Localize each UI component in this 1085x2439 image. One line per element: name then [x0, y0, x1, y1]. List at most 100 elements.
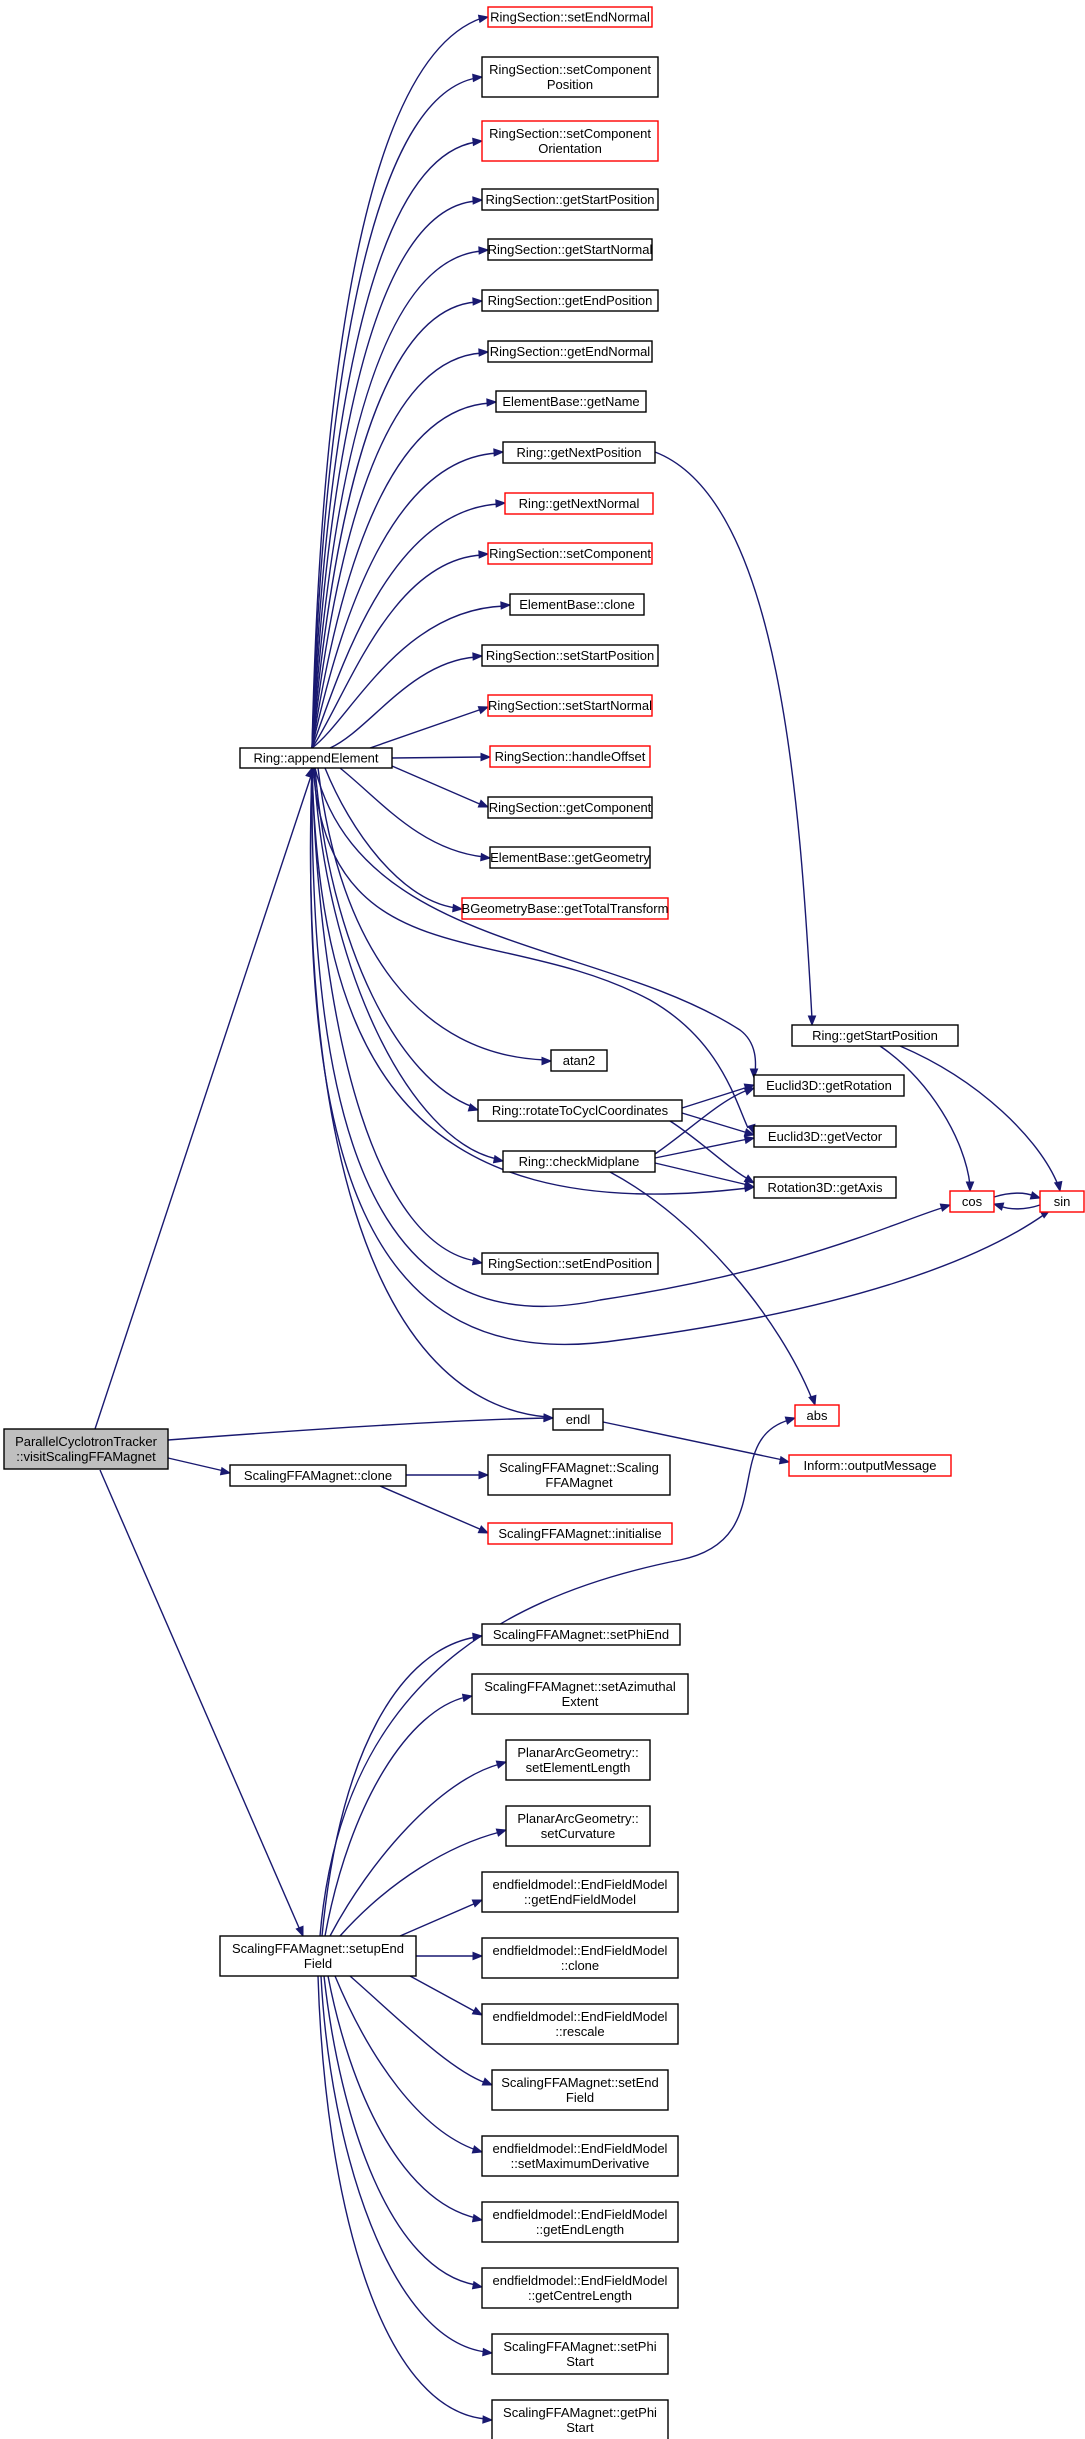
- node-efm_getEndLength[interactable]: endfieldmodel::EndFieldModel::getEndLeng…: [481, 2201, 679, 2243]
- arrowhead: [471, 1899, 484, 1908]
- edge-line: [311, 352, 483, 749]
- edge-appendElement-to-rs_setStartPosition: [329, 652, 484, 749]
- node-eb_getName[interactable]: ElementBase::getName: [495, 390, 647, 413]
- node-box: [239, 747, 393, 769]
- node-label: RingSection::setComponent: [489, 546, 651, 561]
- node-cos[interactable]: cos: [949, 1190, 995, 1213]
- node-rs_setStartNormal[interactable]: RingSection::setStartNormal: [487, 694, 653, 717]
- edge-cos-to-sin: [993, 1191, 1042, 1200]
- node-rs_getEndNormal[interactable]: RingSection::getEndNormal: [487, 340, 653, 363]
- edge-line: [369, 708, 483, 749]
- node-box: [505, 1805, 651, 1847]
- node-root[interactable]: ParallelCyclotronTracker::visitScalingFF…: [3, 1428, 169, 1470]
- node-efm_clone[interactable]: endfieldmodel::EndFieldModel::clone: [481, 1937, 679, 1979]
- node-appendElement[interactable]: Ring::appendElement: [239, 747, 393, 769]
- node-pag_setCurvature[interactable]: PlanarArcGeometry::setCurvature: [505, 1805, 651, 1847]
- node-sffa_ctor[interactable]: ScalingFFAMagnet::ScalingFFAMagnet: [487, 1454, 671, 1496]
- arrowhead: [471, 2006, 484, 2016]
- edge-line: [602, 1421, 784, 1461]
- node-rs_getStartNormal[interactable]: RingSection::getStartNormal: [487, 238, 653, 261]
- node-box: [481, 1623, 681, 1646]
- node-rs_getComponent[interactable]: RingSection::getComponent: [487, 796, 653, 819]
- node-rs_setEndPosition[interactable]: RingSection::setEndPosition: [481, 1252, 659, 1275]
- node-rs_getStartPosition[interactable]: RingSection::getStartPosition: [481, 188, 659, 211]
- node-efm_rescale[interactable]: endfieldmodel::EndFieldModel::rescale: [481, 2003, 679, 2045]
- edge-line: [311, 250, 483, 749]
- node-eb_getGeometry[interactable]: ElementBase::getGeometry: [489, 846, 651, 869]
- node-efm_getEndFieldModel[interactable]: endfieldmodel::EndFieldModel::getEndFiel…: [481, 1871, 679, 1913]
- node-bgb_getTotalTransform[interactable]: BGeometryBase::getTotalTransform: [461, 897, 669, 920]
- edge-setupEndField-to-efm_rescale: [409, 1975, 484, 2016]
- node-rs_handleOffset[interactable]: RingSection::handleOffset: [489, 745, 651, 768]
- node-ring_checkMidplane[interactable]: Ring::checkMidplane: [502, 1150, 656, 1173]
- edge-appendElement-to-ring_rotateToCyclCoordinates: [314, 767, 480, 1112]
- node-efm_getCentreLength[interactable]: endfieldmodel::EndFieldModel::getCentreL…: [481, 2267, 679, 2309]
- node-label: RingSection::getStartPosition: [485, 192, 654, 207]
- node-label: Rotation3D::getAxis: [768, 1180, 883, 1195]
- node-rs_setEndNormal[interactable]: RingSection::setEndNormal: [487, 6, 653, 28]
- node-label: RingSection::setEndNormal: [490, 10, 650, 25]
- edge-line: [311, 767, 749, 1195]
- arrowhead: [461, 1693, 474, 1703]
- arrowhead: [482, 2347, 494, 2357]
- edge-setupEndField-to-pag_setElementLength: [329, 1760, 508, 1937]
- edge-appendElement-to-rs_setComponent: [311, 550, 490, 749]
- node-eb_clone[interactable]: ElementBase::clone: [509, 593, 645, 616]
- arrowhead: [472, 1951, 484, 1961]
- edge-line: [317, 767, 546, 1061]
- node-atan2[interactable]: atan2: [550, 1049, 608, 1072]
- node-ring_rotateToCyclCoordinates[interactable]: Ring::rotateToCyclCoordinates: [477, 1099, 683, 1122]
- edge-line: [609, 1171, 813, 1400]
- node-rs_getEndPosition[interactable]: RingSection::getEndPosition: [481, 289, 659, 312]
- node-label: ElementBase::getGeometry: [490, 850, 650, 865]
- node-endl[interactable]: endl: [552, 1408, 604, 1431]
- node-rs_setStartPosition[interactable]: RingSection::setStartPosition: [481, 644, 659, 667]
- node-ring_getNextNormal[interactable]: Ring::getNextNormal: [504, 492, 654, 515]
- node-clone[interactable]: ScalingFFAMagnet::clone: [229, 1464, 407, 1487]
- node-e3d_getVector[interactable]: Euclid3D::getVector: [753, 1125, 897, 1148]
- arrowhead: [472, 73, 484, 83]
- edge-appendElement-to-rs_setComponentOrientation: [311, 137, 484, 749]
- edge-line: [312, 767, 749, 1129]
- edge-root-to-clone: [167, 1457, 232, 1476]
- arrowhead: [500, 601, 512, 610]
- node-e3d_getRotation[interactable]: Euclid3D::getRotation: [753, 1074, 905, 1097]
- node-r3d_getAxis[interactable]: Rotation3D::getAxis: [753, 1176, 897, 1199]
- arrowhead: [472, 297, 484, 306]
- node-sffa_setPhiEnd[interactable]: ScalingFFAMagnet::setPhiEnd: [481, 1623, 681, 1646]
- edge-line: [349, 1975, 487, 2084]
- node-efm_setMaximumDerivative[interactable]: endfieldmodel::EndFieldModel::setMaximum…: [481, 2135, 679, 2177]
- node-ring_getNextPosition[interactable]: Ring::getNextPosition: [502, 441, 656, 464]
- arrowhead: [541, 1056, 553, 1066]
- node-label: Extent: [562, 1694, 599, 1709]
- node-pag_setElementLength[interactable]: PlanarArcGeometry::setElementLength: [505, 1739, 651, 1781]
- node-rs_setComponent[interactable]: RingSection::setComponent: [487, 542, 653, 565]
- node-box: [481, 2201, 679, 2243]
- node-label: RingSection::handleOffset: [495, 749, 646, 764]
- edge-line: [399, 1902, 477, 1937]
- edge-line: [321, 1636, 477, 1937]
- edge-line: [319, 1419, 790, 1937]
- edge-appendElement-to-ring_checkMidplane: [313, 767, 505, 1164]
- node-label: endfieldmodel::EndFieldModel: [493, 2207, 668, 2222]
- arrowhead: [743, 1180, 756, 1190]
- edge-appendElement-to-atan2: [317, 767, 553, 1066]
- node-abs[interactable]: abs: [794, 1404, 840, 1427]
- node-box: [489, 745, 651, 768]
- node-ring_getStartPosition[interactable]: Ring::getStartPosition: [791, 1024, 959, 1047]
- node-sffa_initialise[interactable]: ScalingFFAMagnet::initialise: [487, 1522, 673, 1545]
- node-inform_outputMessage[interactable]: Inform::outputMessage: [788, 1454, 952, 1477]
- edge-line: [329, 656, 477, 749]
- edge-sin-to-cos: [992, 1202, 1041, 1211]
- node-label: endfieldmodel::EndFieldModel: [493, 1877, 668, 1892]
- arrowhead: [477, 1525, 490, 1534]
- node-sin[interactable]: sin: [1039, 1190, 1085, 1213]
